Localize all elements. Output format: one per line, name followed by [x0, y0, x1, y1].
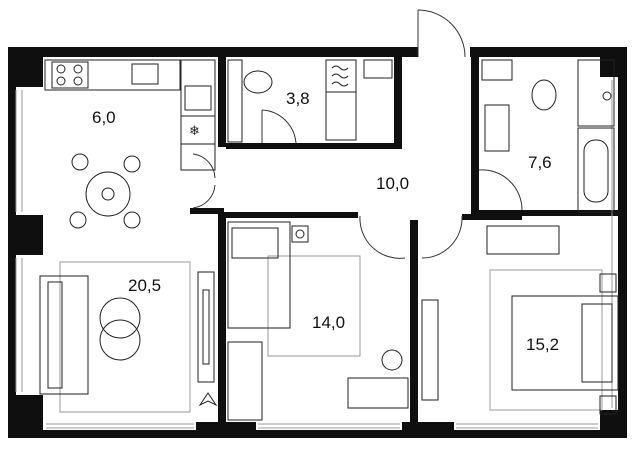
coffee-table-2 [99, 319, 141, 361]
hob-ring-2 [73, 64, 83, 74]
bed2-bed [511, 295, 619, 391]
hob-ring-3 [56, 76, 66, 86]
bed1-pillow-area [231, 227, 279, 259]
wc-furniture [227, 59, 393, 143]
walls [8, 47, 627, 438]
coffee-table-1 [99, 297, 141, 339]
bath-vanity [484, 104, 510, 152]
bed1-rug [267, 255, 361, 357]
snowflake-icon: ❄ [189, 124, 200, 139]
fridge [180, 115, 216, 145]
desk-chair [381, 349, 403, 371]
kitchen-area-label: 6,0 [92, 108, 116, 127]
wc-cabinet [227, 59, 243, 143]
doors [192, 9, 523, 259]
wall-bed2-top [462, 214, 522, 220]
wc-shelf [363, 59, 393, 79]
wall-top-right [470, 47, 627, 57]
wall-bed1-bed2 [410, 220, 418, 430]
sofa-back [47, 281, 63, 389]
kitchen-door-swing-1 [192, 153, 216, 179]
bath-door-swing [478, 169, 523, 211]
wall-bath-bottom-2 [524, 210, 618, 216]
wall-wc-bottom [226, 143, 400, 149]
bed1-lamp-icon [295, 229, 305, 239]
bathroom-area-label: 7,6 [528, 153, 552, 172]
bed1-nightstand [291, 225, 309, 243]
sofa [39, 275, 89, 395]
kitchen-sink [184, 85, 212, 111]
bath-washbasin-area [577, 59, 615, 127]
washer [325, 59, 357, 93]
bed2-pillows [581, 303, 613, 383]
dining-chair-3 [69, 211, 87, 229]
living-rug [59, 261, 191, 413]
wall-bottom-pier-2 [402, 422, 454, 438]
bath-drain-icon [602, 91, 612, 101]
wall-wc-right [394, 57, 402, 149]
bathtub [577, 127, 615, 213]
bed2-door-swing [421, 215, 463, 259]
wall-kitchen-stub [218, 143, 226, 147]
bed1-bed [227, 221, 291, 329]
wc-shower [325, 91, 357, 141]
wall-right [618, 47, 627, 438]
living-area-label: 20,5 [128, 276, 161, 295]
wc-area-label: 3,8 [286, 89, 310, 108]
bed1-wardrobe [227, 341, 263, 421]
bedroom1-area-label: 14,0 [312, 313, 345, 332]
oven [131, 63, 159, 85]
bedroom1-furniture [227, 221, 409, 421]
water-waves-icon [331, 65, 349, 87]
windows [15, 80, 613, 429]
bed2-wardrobe [486, 225, 560, 255]
kitchen-furniture: ❄ [44, 59, 216, 171]
bedroom2-furniture [421, 225, 619, 415]
living-furniture [39, 153, 218, 413]
bed2-nightstand-1 [599, 273, 617, 293]
tv-console [197, 271, 215, 383]
room-labels: 6,0 3,8 10,0 7,6 20,5 14,0 15,2 [92, 89, 559, 354]
wc-door-swing [261, 109, 297, 144]
bedroom2-area-label: 15,2 [526, 335, 559, 354]
bed1-door-swing [359, 215, 406, 259]
wall-living-jog [190, 208, 224, 214]
wall-living-bed1 [218, 212, 226, 430]
bath-shelf [481, 59, 513, 81]
kitchen-counter [44, 59, 181, 91]
wall-bed1-top [218, 212, 358, 218]
bathroom-furniture [481, 59, 615, 213]
dining-table-centerpiece [101, 187, 115, 201]
bathtub-inner [583, 139, 609, 203]
dining-table [85, 171, 131, 217]
wall-bath-left [471, 57, 479, 217]
hall-area-label: 10,0 [376, 174, 409, 193]
hob-ring-1 [56, 64, 66, 74]
tv-screen [202, 289, 210, 365]
wall-bottom [8, 430, 627, 438]
bath-toilet-icon [531, 79, 557, 111]
wall-left [8, 47, 16, 438]
wall-bath-bottom-1 [479, 210, 525, 216]
wc-toilet-icon [243, 70, 273, 94]
dining-chair-2 [123, 155, 141, 173]
dining-chair-4 [123, 211, 141, 229]
entrance-door-swing [417, 9, 466, 58]
wall-top-left [8, 47, 418, 57]
desk [347, 377, 409, 409]
kitchen-column [180, 59, 216, 171]
hob [51, 61, 89, 89]
dining-chair-1 [71, 153, 89, 171]
wall-kitchen-wc [218, 57, 226, 147]
kitchen-door-swing-2 [192, 184, 216, 209]
bed2-nightstand-2 [599, 395, 617, 415]
hob-ring-4 [73, 76, 83, 86]
plant-icon [198, 392, 218, 407]
bed2-rug [489, 269, 603, 411]
bed2-tv-console [421, 299, 439, 401]
